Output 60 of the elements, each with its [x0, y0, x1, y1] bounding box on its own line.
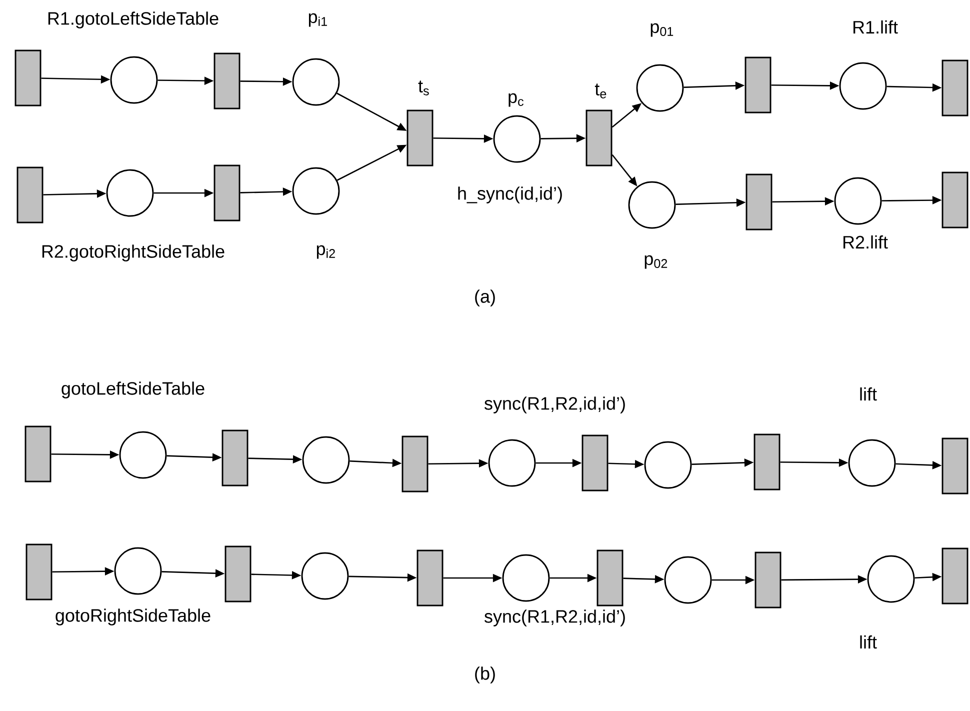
transition-label: gotoLeftSideTable — [62, 382, 204, 398]
transition-bar — [942, 438, 968, 494]
transition-bar — [942, 548, 968, 604]
guard-label: h_sync(id,id’) — [458, 186, 562, 204]
place-circle — [664, 556, 712, 604]
transition-label: lift — [860, 387, 877, 401]
place-circle — [119, 431, 167, 479]
place-circle — [834, 177, 882, 225]
place-circle — [644, 441, 692, 489]
transition-bar — [26, 544, 52, 600]
transition-label: R1.lift — [854, 20, 898, 34]
place-circle — [301, 552, 349, 600]
node-label: t$_{e}$ — [594, 84, 606, 98]
node-label: p$_{i1}$ — [308, 13, 327, 27]
transition-bar — [754, 434, 780, 490]
transition-label: R2.gotoRightSideTable — [42, 244, 224, 262]
transition-bar — [942, 60, 968, 116]
place-circle — [302, 436, 350, 484]
transition-bar — [746, 174, 772, 230]
transition-bar — [754, 552, 782, 608]
transition-bar — [222, 430, 248, 486]
transition-bar — [24, 426, 52, 482]
place-circle — [106, 169, 154, 217]
node-label: p$_{c}$ — [508, 93, 524, 107]
transition-bar — [942, 172, 968, 228]
place-circle — [502, 554, 550, 602]
place-circle — [867, 555, 915, 603]
transition-label: lift — [860, 635, 877, 649]
transition-bar — [16, 166, 44, 224]
place-circle — [488, 439, 536, 487]
transition-bar — [744, 56, 772, 114]
transition-bar — [214, 164, 240, 222]
guard-label: sync(R1,R2,id,id’) — [484, 396, 625, 414]
node-label: p$_{01}$ — [650, 23, 674, 37]
transition-bar — [406, 110, 434, 166]
panel-caption: (b) — [475, 666, 495, 684]
transition-bar — [586, 110, 612, 166]
place-circle — [839, 62, 887, 110]
node-label: p$_{02}$ — [644, 255, 668, 269]
transition-bar — [402, 436, 428, 492]
node-label: p$_{i2}$ — [316, 245, 335, 259]
place-circle — [114, 547, 162, 595]
place-circle — [493, 115, 541, 163]
transition-bar — [14, 50, 42, 106]
transition-bar — [596, 550, 624, 606]
node-label: t$_{s}$ — [418, 80, 429, 96]
place-circle — [628, 181, 676, 229]
place-circle — [292, 167, 340, 215]
panel-caption: (a) — [475, 290, 495, 306]
place-circle — [110, 56, 158, 104]
transition-bar — [416, 550, 444, 606]
place-circle — [292, 58, 340, 106]
place-circle — [848, 439, 896, 487]
transition-bar — [582, 434, 608, 492]
transition-label: gotoRightSideTable — [56, 608, 210, 626]
place-circle — [636, 64, 684, 112]
guard-label: sync(R1,R2,id,id’) — [484, 610, 625, 626]
transition-label: R1.gotoLeftSideTable — [48, 12, 218, 28]
transition-bar — [224, 546, 252, 602]
transition-bar — [214, 52, 240, 110]
